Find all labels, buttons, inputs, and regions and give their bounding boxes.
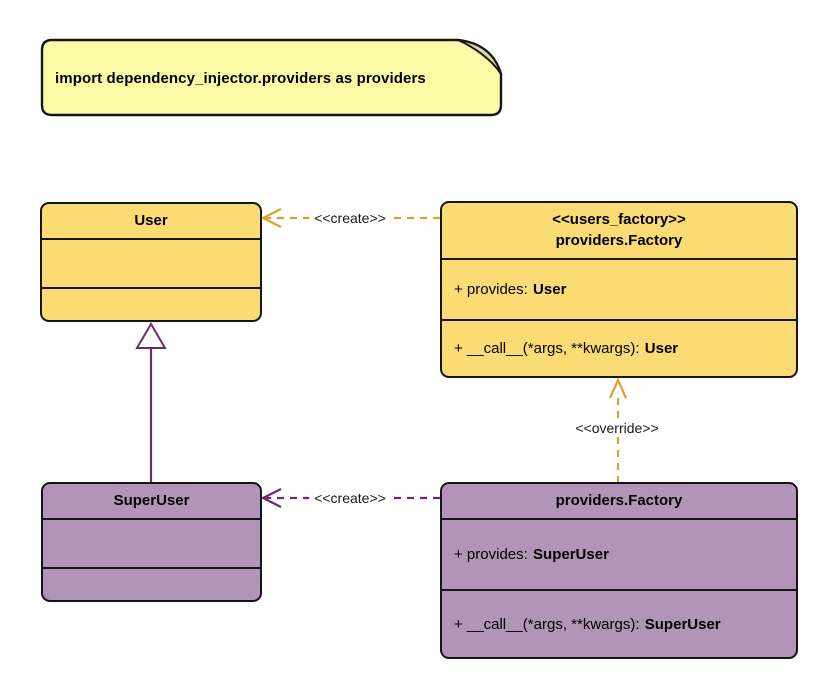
override-arrow-head-icon xyxy=(608,377,628,399)
class-title: SuperUser xyxy=(113,491,190,509)
create-arrow-bottom-head-icon xyxy=(260,488,282,508)
member-label: + provides: xyxy=(454,281,528,298)
class-title: providers.Factory xyxy=(555,491,683,509)
attributes-compartment: + provides: User xyxy=(442,258,796,319)
member-call: + __call__(*args, **kwargs): User xyxy=(442,321,796,376)
member-type: SuperUser xyxy=(533,546,609,563)
class-stereotype: <<users_factory>> xyxy=(552,211,686,229)
create-edge-label-top: <<create>> xyxy=(309,209,391,227)
attributes-compartment xyxy=(42,238,260,287)
member-call: + __call__(*args, **kwargs): SuperUser xyxy=(442,591,796,657)
class-box-superuser: SuperUser xyxy=(41,482,262,602)
page-curl-icon xyxy=(457,39,502,75)
inheritance-triangle-icon xyxy=(135,322,167,349)
attributes-compartment: + provides: SuperUser xyxy=(442,518,796,589)
methods-compartment xyxy=(43,567,260,600)
member-provides: + provides: SuperUser xyxy=(442,520,796,589)
methods-compartment xyxy=(42,287,260,320)
member-label: + __call__(*args, **kwargs): xyxy=(454,615,640,633)
class-box-users-factory: <<users_factory>> providers.Factory + pr… xyxy=(440,201,798,378)
methods-compartment: + __call__(*args, **kwargs): User xyxy=(442,319,796,376)
methods-compartment: + __call__(*args, **kwargs): SuperUser xyxy=(442,589,796,657)
class-title: User xyxy=(134,211,168,229)
class-name: providers.Factory xyxy=(555,231,683,249)
member-label: + provides: xyxy=(454,546,528,563)
override-edge-label: <<override>> xyxy=(570,419,664,437)
class-box-superuser-factory: providers.Factory + provides: SuperUser … xyxy=(440,482,798,659)
class-box-user: User xyxy=(40,202,262,322)
note-text: import dependency_injector.providers as … xyxy=(55,69,426,87)
member-type: SuperUser xyxy=(644,615,721,633)
member-provides: + provides: User xyxy=(442,260,796,319)
member-label: + __call__(*args, **kwargs): xyxy=(454,340,640,357)
attributes-compartment xyxy=(43,518,260,567)
create-edge-label-bottom: <<create>> xyxy=(309,489,391,507)
member-type: User xyxy=(644,340,679,357)
class-title: <<users_factory>> providers.Factory xyxy=(442,203,796,258)
note-shape xyxy=(40,38,503,117)
note: import dependency_injector.providers as … xyxy=(40,38,506,120)
create-arrow-top-head-icon xyxy=(260,208,282,228)
member-type: User xyxy=(533,281,567,298)
